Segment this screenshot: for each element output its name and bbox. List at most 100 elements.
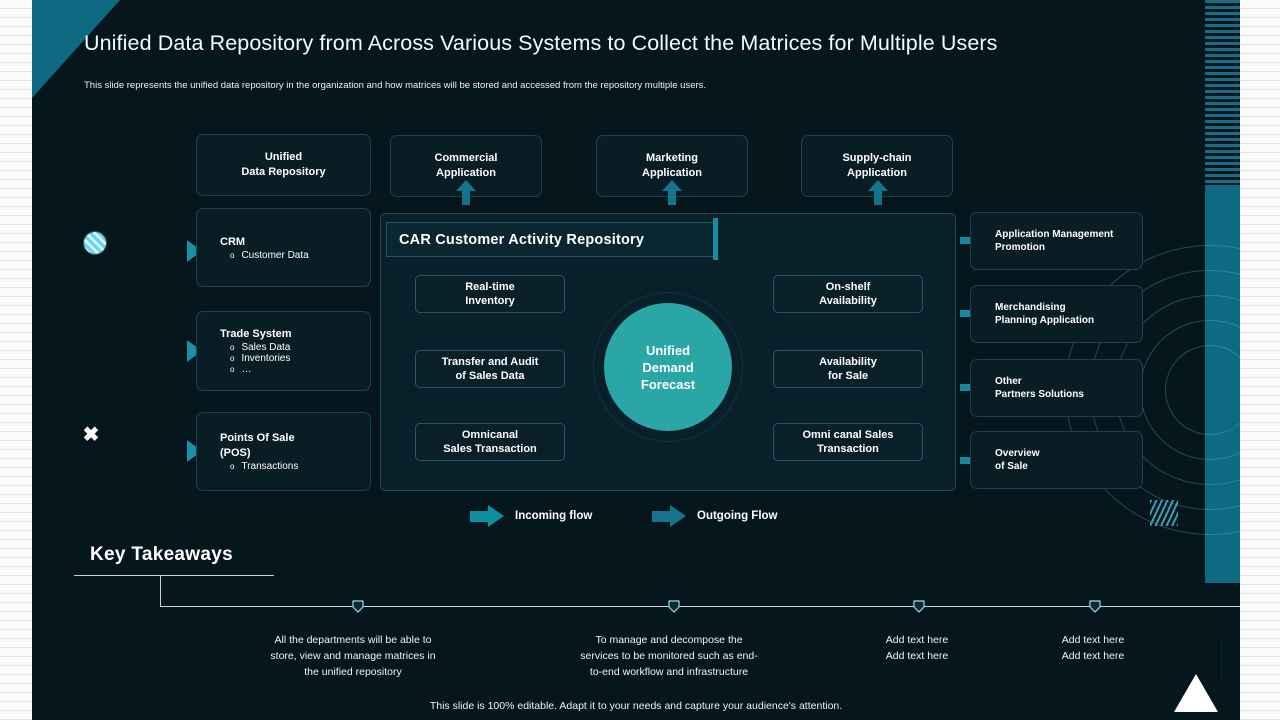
- car-item-availability-for-sale[interactable]: Availability for Sale: [773, 350, 923, 388]
- consumer-box-other-partners-solutions[interactable]: Other Partners Solutions: [970, 359, 1143, 417]
- takeaway-line: To manage and decompose the: [595, 634, 743, 646]
- consumer-box-overview-of-sale[interactable]: Overview of Sale: [970, 431, 1143, 489]
- bullet-marker: o: [230, 250, 235, 260]
- app-title-line2: Application: [436, 167, 496, 179]
- key-takeaways-elbow: [160, 576, 161, 606]
- item-line2: Transaction: [817, 443, 879, 455]
- takeaway-line: Add text here: [1061, 650, 1125, 662]
- legend-label: Outgoing Flow: [697, 510, 778, 522]
- app-title-line2: Application: [642, 167, 702, 179]
- item-line1: Availability: [819, 356, 877, 368]
- bottom-right-triangle-decoration: [1174, 674, 1218, 712]
- source-title: Unified: [264, 151, 303, 163]
- up-arrow-supply-chain: [868, 180, 888, 212]
- takeaway-marker-icon: [1088, 600, 1102, 614]
- bullet-text: Transactions: [241, 461, 299, 472]
- bullet-marker: o: [230, 354, 235, 363]
- bullet-text: …: [241, 364, 252, 375]
- key-takeaways-timeline: [160, 606, 1240, 607]
- legend-label: Incoming flow: [515, 510, 593, 522]
- car-item-on-shelf-availability[interactable]: On-shelf Availability: [773, 275, 923, 313]
- takeaway-line: Add text here: [885, 650, 949, 662]
- striped-circle-icon: [84, 232, 106, 254]
- item-line2: Sales Transaction: [443, 443, 537, 455]
- source-box-crm[interactable]: CRM o Customer Data: [196, 208, 371, 287]
- consumer-line2: Promotion: [995, 242, 1045, 253]
- takeaway-text-4: Add text here Add text here: [998, 632, 1188, 664]
- source-box-unified-data-repository[interactable]: Unified Data Repository: [196, 134, 371, 196]
- hub-line2: Demand: [642, 359, 694, 375]
- takeaway-text-3: Add text here Add text here: [822, 632, 1012, 664]
- corner-triangle-decoration: [32, 0, 120, 98]
- takeaway-line: Add text here: [885, 634, 949, 646]
- bullet-text: Customer Data: [241, 249, 309, 261]
- takeaway-marker-icon: [667, 600, 681, 614]
- consumer-line2: Planning Application: [995, 315, 1095, 326]
- key-takeaways-heading: Key Takeaways: [90, 544, 233, 565]
- car-panel-titlebar: CAR Customer Activity Repository: [386, 222, 718, 257]
- consumer-line1: Application Management: [995, 228, 1114, 240]
- source-bullet: o Sales Data: [220, 342, 358, 353]
- app-title-line1: Commercial: [434, 152, 498, 164]
- item-line1: Omni canal Sales: [802, 429, 894, 441]
- unified-demand-forecast-hub[interactable]: Unified Demand Forecast: [604, 303, 732, 431]
- car-item-transfer-audit-sales-data[interactable]: Transfer and Audit of Sales Data: [415, 350, 565, 388]
- app-box-supply-chain-application[interactable]: Supply-chain Application: [801, 135, 953, 197]
- close-x-icon: ✖: [82, 424, 100, 446]
- source-title: CRM: [220, 235, 246, 248]
- footer-note: This slide is 100% editable. Adapt it to…: [429, 700, 843, 712]
- consumer-line1: Merchandising: [995, 301, 1066, 313]
- takeaway-marker-icon: [912, 600, 926, 614]
- car-item-omnicanal-sales-transaction[interactable]: Omnicanal Sales Transaction: [415, 423, 565, 461]
- bullet-marker: o: [230, 365, 235, 374]
- item-line2: of Sales Data: [455, 370, 525, 382]
- page-title: Unified Data Repository from Across Vari…: [84, 31, 998, 55]
- source-bullet: o …: [220, 364, 358, 375]
- source-title-line2: (POS): [220, 447, 251, 459]
- car-item-real-time-inventory[interactable]: Real-time Inventory: [415, 275, 565, 313]
- item-line1: Omnicanal: [461, 429, 519, 441]
- takeaway-line: services to be monitored such as end-: [580, 650, 758, 662]
- diagonal-stripes-icon: [1150, 500, 1178, 526]
- key-takeaways-underline: [74, 575, 274, 576]
- bullet-text: Inventories: [241, 353, 291, 364]
- hub-line1: Unified: [645, 342, 691, 358]
- outgoing-flow-arrow-icon: [652, 505, 686, 527]
- hub-line3: Forecast: [640, 376, 696, 392]
- right-stripes-decoration: [1205, 0, 1240, 183]
- app-title-line1: Marketing: [646, 152, 698, 164]
- up-arrow-commercial: [456, 180, 476, 212]
- takeaway-line: the unified repository: [304, 666, 402, 678]
- takeaway-line: to-end workflow and infrastructure: [589, 666, 749, 678]
- consumer-box-merchandising-planning-application[interactable]: Merchandising Planning Application: [970, 285, 1143, 343]
- source-title: Trade System: [220, 328, 292, 340]
- consumer-line1: Other: [995, 375, 1022, 387]
- source-box-trade-system[interactable]: Trade System o Sales Data o Inventories …: [196, 311, 371, 391]
- source-box-points-of-sale[interactable]: Points Of Sale (POS) o Transactions: [196, 412, 371, 491]
- takeaway-text-1: All the departments will be able to stor…: [228, 632, 478, 680]
- incoming-flow-arrow-icon: [470, 505, 504, 527]
- bullet-marker: o: [230, 462, 235, 471]
- consumer-line2: of Sale: [995, 461, 1028, 472]
- source-title-line2: Data Repository: [241, 166, 326, 178]
- app-title-line2: Application: [847, 167, 907, 179]
- takeaway-line: All the departments will be able to: [274, 634, 432, 646]
- page-subtitle: This slide represents the unified data r…: [84, 80, 707, 91]
- bullet-text: Sales Data: [241, 342, 291, 353]
- item-line1: Transfer and Audit: [441, 356, 539, 368]
- hub-outer-ring: [593, 292, 743, 442]
- item-line2: Availability: [819, 295, 877, 307]
- app-title-line1: Supply-chain: [842, 152, 912, 164]
- consumer-box-application-management-promotion[interactable]: Application Management Promotion: [970, 212, 1143, 270]
- takeaway-line: Add text here: [1061, 634, 1125, 646]
- item-line2: Inventory: [465, 295, 515, 307]
- car-title-accent-bar: [713, 218, 718, 260]
- car-panel-title: CAR Customer Activity Repository: [399, 231, 645, 248]
- triangle-accent-line: [1221, 636, 1222, 680]
- car-item-omni-canal-sales-transaction[interactable]: Omni canal Sales Transaction: [773, 423, 923, 461]
- consumer-line2: Partners Solutions: [995, 389, 1084, 400]
- item-line1: Real-time: [465, 281, 515, 293]
- legend-outgoing-flow: Outgoing Flow: [652, 505, 777, 527]
- source-bullet: o Inventories: [220, 353, 358, 364]
